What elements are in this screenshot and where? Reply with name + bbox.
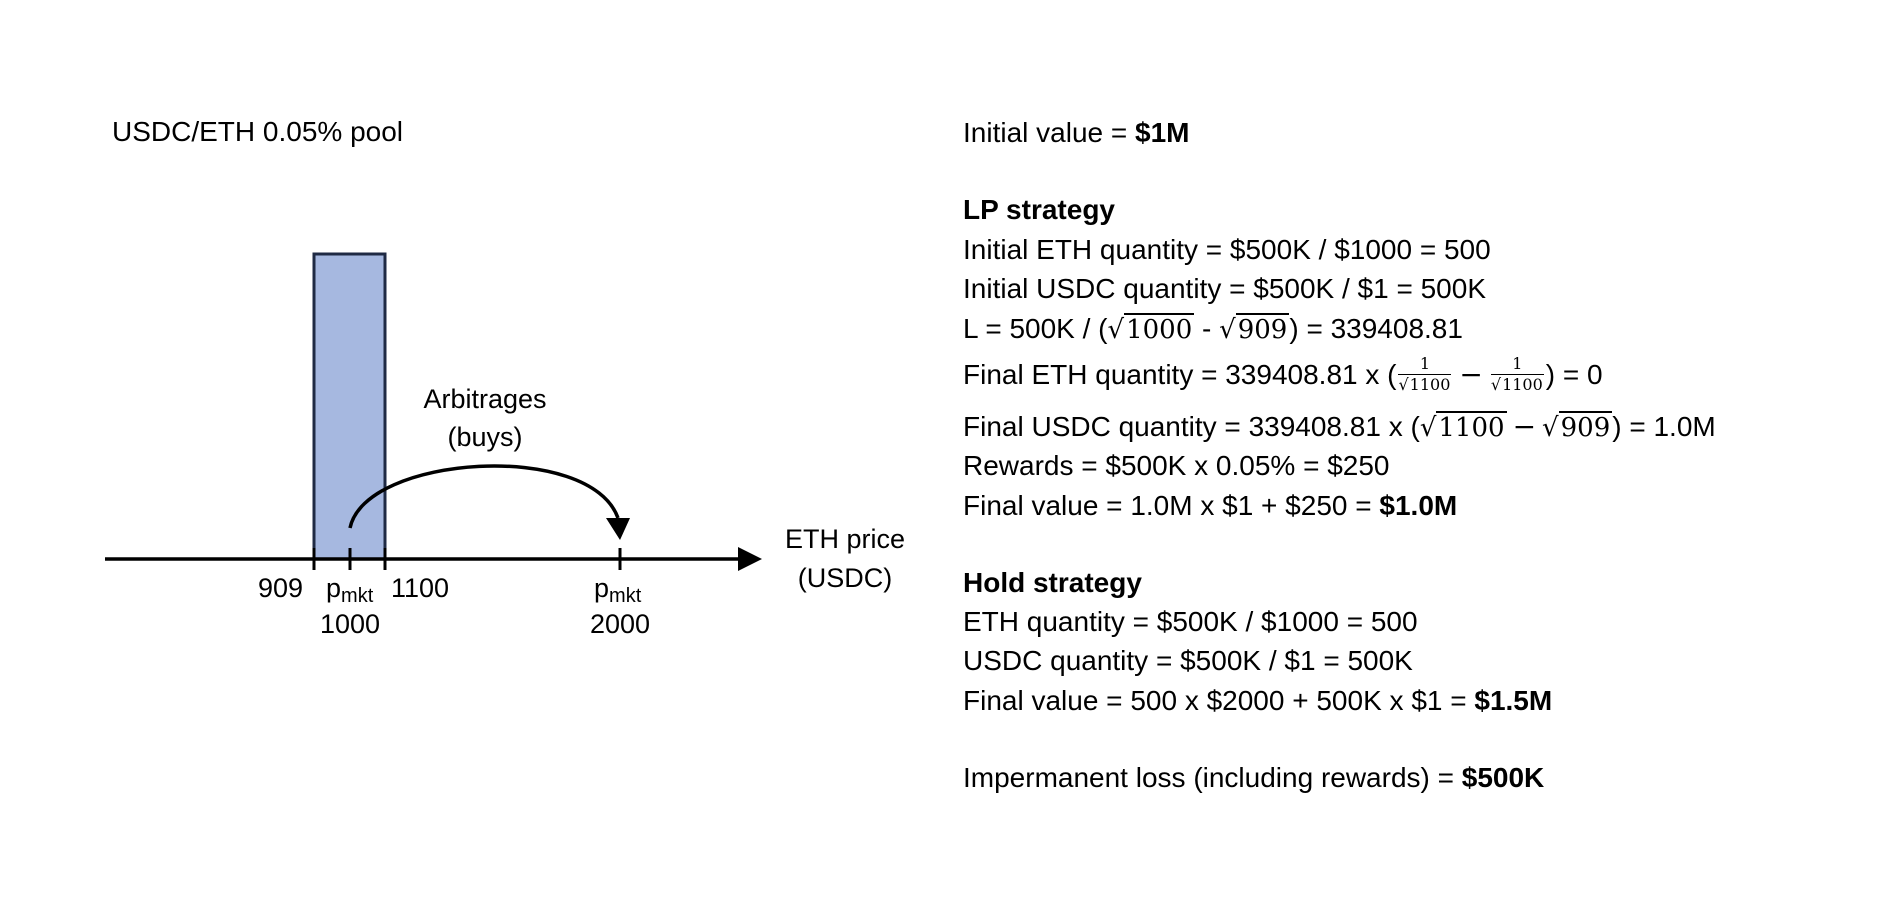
axis-label-line2: (USDC) [798, 563, 893, 593]
lp-strategy-heading: LP strategy [963, 194, 1115, 225]
sqrt-1100: √1100 [1419, 411, 1507, 443]
fraction-1: 1√1100 [1398, 354, 1452, 395]
tick-label-1100: 1100 [391, 573, 449, 603]
pmkt-start-label: pmkt [326, 573, 374, 607]
hold-usdc: USDC quantity = $500K / $1 = 500K [963, 645, 1413, 676]
pmkt-end-value: 2000 [590, 609, 650, 639]
lp-final-usdc-line: Final USDC quantity = 339408.81 x (√1100… [963, 410, 1716, 443]
initial-value-line: Initial value = $1M [963, 117, 1190, 148]
arrow-label-line1: Arbitrages [423, 384, 546, 414]
liquidity-range-bar [312, 252, 387, 561]
lp-initial-eth: Initial ETH quantity = $500K / $1000 = 5… [963, 234, 1491, 265]
price-range-diagram: Arbitrages (buys) ETH price (USDC) 909 1… [105, 252, 905, 639]
impermanent-loss-line: Impermanent loss (including rewards) = $… [963, 762, 1545, 793]
sqrt-909-b: √909 [1542, 411, 1613, 443]
lp-initial-usdc: Initial USDC quantity = $500K / $1 = 500… [963, 273, 1486, 304]
lp-liquidity-line: L = 500K / (√1000 - √909) = 339408.81 [963, 313, 1463, 345]
lp-final-eth-line: Final ETH quantity = 339408.81 x (1√1100… [963, 354, 1603, 395]
pmkt-start-value: 1000 [320, 609, 380, 639]
axis-label-line1: ETH price [785, 524, 905, 554]
hold-eth: ETH quantity = $500K / $1000 = 500 [963, 606, 1418, 637]
fraction-2: 1√1100 [1490, 354, 1544, 395]
price-axis-arrowhead [738, 547, 762, 571]
sqrt-1000: √1000 [1107, 313, 1195, 345]
lp-final-value-line: Final value = 1.0M x $1 + $250 = $1.0M [963, 490, 1458, 521]
impermanent-loss-value: $500K [1461, 762, 1545, 793]
arbitrage-arrow [348, 464, 620, 529]
hold-strategy-heading: Hold strategy [963, 567, 1142, 598]
tick-label-909: 909 [258, 573, 303, 603]
initial-value: $1M [1135, 117, 1190, 148]
arrow-label-line2: (buys) [447, 422, 522, 452]
arbitrage-arrowhead [606, 518, 630, 540]
hold-final-value: $1.5M [1474, 685, 1553, 716]
hold-final-value-line: Final value = 500 x $2000 + 500K x $1 = … [963, 685, 1553, 716]
sqrt-909: √909 [1219, 313, 1290, 345]
pool-title: USDC/ETH 0.05% pool [112, 116, 404, 147]
lp-final-value: $1.0M [1379, 490, 1458, 521]
pmkt-end-label: pmkt [594, 573, 642, 607]
lp-rewards: Rewards = $500K x 0.05% = $250 [963, 450, 1390, 481]
